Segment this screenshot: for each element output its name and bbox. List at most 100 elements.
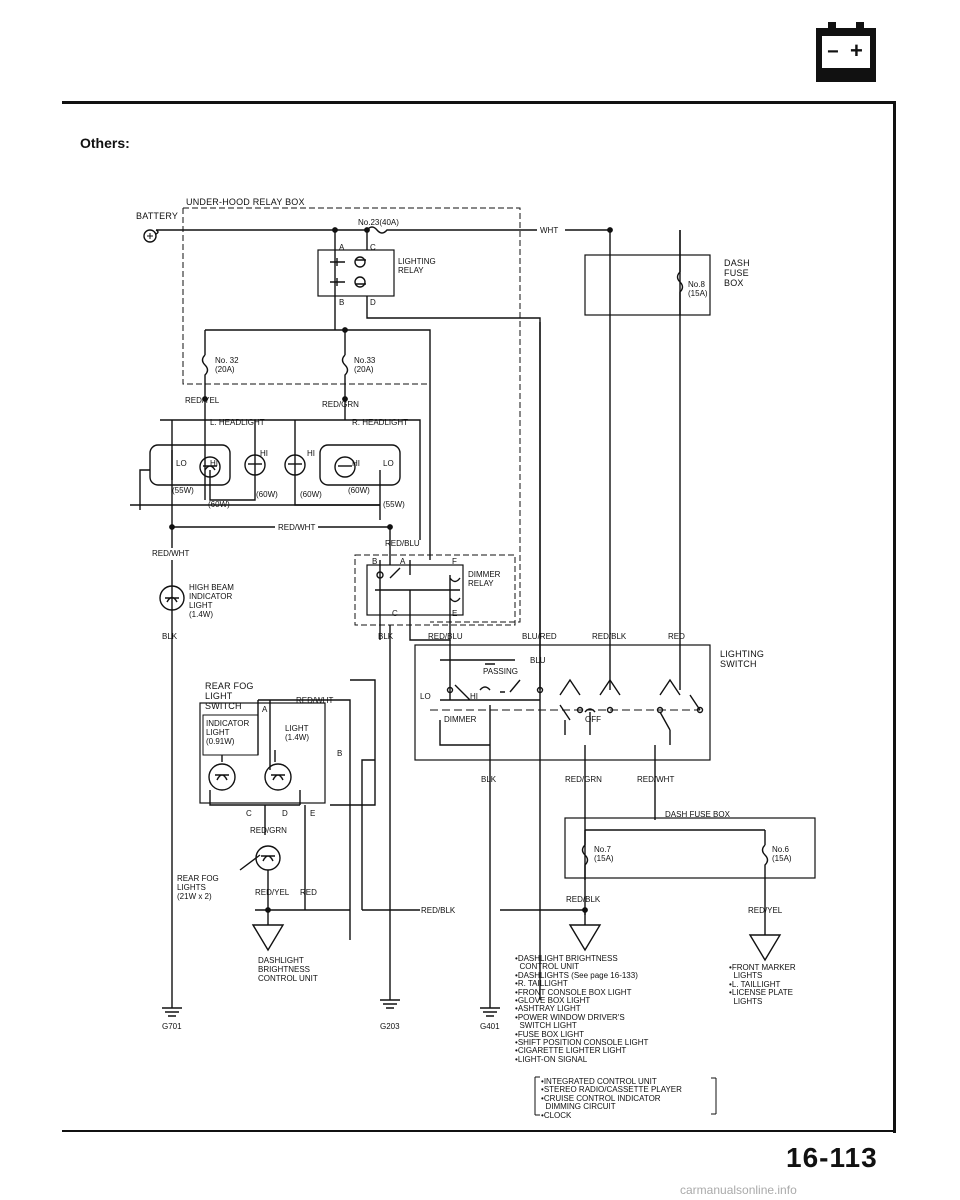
bottom-rule <box>62 1130 896 1132</box>
ground-g401: G401 <box>480 1022 500 1031</box>
battery-plus: + <box>850 38 863 63</box>
pin-f-dimmer: F <box>452 557 457 566</box>
battery-label: BATTERY <box>136 211 179 221</box>
wire-red-blk-bottom: RED/BLK <box>421 906 456 915</box>
note-item: GLOVE BOX LIGHT <box>515 996 648 1005</box>
fuse-32-label: No. 32 (20A) <box>215 356 239 374</box>
note-item: CLOCK <box>541 1111 682 1120</box>
wire-red-blk-sw: RED/BLK <box>592 632 627 641</box>
page-number: 16-113 <box>786 1142 878 1173</box>
off-label: OFF <box>585 715 601 724</box>
high-beam-indicator-label: HIGH BEAM INDICATOR LIGHT (1.4W) <box>189 583 234 619</box>
note-item: DASHLIGHTS (See page 16-133) <box>515 971 648 980</box>
wire-red-blu: RED/BLU <box>385 539 420 548</box>
lighting-switch-label: LIGHTING SWITCH <box>720 649 765 669</box>
indicator-light-label: INDICATOR LIGHT (0.91W) <box>206 719 250 746</box>
wire-red-wht-fog: RED/WHT <box>296 696 334 705</box>
pin-a-relay: A <box>339 243 345 252</box>
pin-b-dimmer: B <box>372 557 378 566</box>
ground-g203: G203 <box>380 1022 400 1031</box>
fuse-8-label: No.8 (15A) <box>688 280 708 298</box>
light-14w-label: LIGHT (1.4W) <box>285 724 309 742</box>
pin-d-relay: D <box>370 298 376 307</box>
fuse-7-label: No.7 (15A) <box>594 845 614 863</box>
battery-icon: − + <box>814 22 878 84</box>
wire-red-yel-l: RED/YEL <box>185 396 220 405</box>
note-item: SHIFT POSITION CONSOLE LIGHT <box>515 1038 649 1047</box>
note-item: FRONT MARKER LIGHTS <box>729 963 796 981</box>
note-item: STEREO RADIO/CASSETTE PLAYER <box>541 1085 682 1094</box>
wire-blu-red: BLU/RED <box>522 632 557 641</box>
pin-c-fog: C <box>246 809 252 818</box>
switch-hi-label: HI <box>470 692 478 701</box>
note-item: LIGHT-ON SIGNAL <box>515 1055 648 1064</box>
lighting-relay-label: LIGHTING RELAY <box>398 257 436 275</box>
rear-fog-lights-label: REAR FOG LIGHTS (21W x 2) <box>177 874 219 901</box>
watermark: carmanualsonline.info <box>680 1183 797 1197</box>
r-lo-label: LO <box>383 459 394 468</box>
note-item: POWER WINDOW DRIVER'S SWITCH LIGHT <box>515 1013 648 1031</box>
l-55w-label: (55W) <box>172 486 194 495</box>
r-hi-label: HI <box>307 449 315 458</box>
under-hood-relay-box-label: UNDER-HOOD RELAY BOX <box>186 197 305 207</box>
r-60w-label: (60W) <box>300 490 322 499</box>
note-item: ASHTRAY LIGHT <box>515 1005 648 1014</box>
wire-red-grn-r: RED/GRN <box>322 400 359 409</box>
notes-bracketed: INTEGRATED CONTROL UNIT STEREO RADIO/CAS… <box>541 1077 682 1120</box>
note-item: FRONT CONSOLE BOX LIGHT <box>515 988 648 997</box>
r-headlight-label: R. HEADLIGHT <box>352 418 409 427</box>
r-60w2-label: (60W) <box>348 486 370 495</box>
wire-red-blk-fuse7: RED/BLK <box>566 895 601 904</box>
wire-blu: BLU <box>530 656 546 665</box>
l-60w2-label: (60W) <box>256 490 278 499</box>
l-hi-label: HI <box>210 459 218 468</box>
wire-red-wht-mid: RED/WHT <box>278 523 316 532</box>
fuse-33-label: No.33 (20A) <box>354 356 376 374</box>
dimmer-relay-label: DIMMER RELAY <box>468 570 501 588</box>
right-rule <box>893 101 896 1133</box>
ground-g701: G701 <box>162 1022 182 1031</box>
dimmer-label: DIMMER <box>444 715 477 724</box>
switch-lo-label: LO <box>420 692 431 701</box>
wire-blk-dimmer: BLK <box>378 632 394 641</box>
pin-b-fog: B <box>337 749 343 758</box>
l-hi2-label: HI <box>260 449 268 458</box>
dashlight-control-unit-label: DASHLIGHT BRIGHTNESS CONTROL UNIT <box>258 956 318 983</box>
top-rule <box>62 101 896 104</box>
pin-e-dimmer: E <box>452 609 458 618</box>
note-item: L. TAILLIGHT <box>729 980 796 989</box>
note-item: INTEGRATED CONTROL UNIT <box>541 1077 682 1086</box>
pin-c-dimmer: C <box>392 609 398 618</box>
rear-fog-switch-label: REAR FOG LIGHT SWITCH <box>205 681 254 711</box>
note-item: R. TAILLIGHT <box>515 979 648 988</box>
pin-a-dimmer: A <box>400 557 406 566</box>
wire-red-fog: RED <box>300 888 317 897</box>
wire-red-sw: RED <box>668 632 685 641</box>
passing-label: PASSING <box>483 667 518 676</box>
dash-fuse-box-bottom-label: DASH FUSE BOX <box>665 810 730 819</box>
note-item: CRUISE CONTROL INDICATOR DIMMING CIRCUIT <box>541 1094 682 1112</box>
notes-center: DASHLIGHT BRIGHTNESS CONTROL UNIT DASHLI… <box>515 954 649 1064</box>
r-55w-label: (55W) <box>383 500 405 509</box>
note-item: DASHLIGHT BRIGHTNESS CONTROL UNIT <box>515 954 648 972</box>
l-lo-label: LO <box>176 459 187 468</box>
wire-red-wht-left: RED/WHT <box>152 549 190 558</box>
pin-a-fog: A <box>262 705 268 714</box>
wire-red-wht-sw: RED/WHT <box>637 775 675 784</box>
r-hi2-label: HI <box>352 459 360 468</box>
l-headlight-label: L. HEADLIGHT <box>210 418 265 427</box>
wire-red-grn-sw: RED/GRN <box>565 775 602 784</box>
pin-d-fog: D <box>282 809 288 818</box>
wire-red-blu-2: RED/BLU <box>428 632 463 641</box>
wire-red-yel-fuse6: RED/YEL <box>748 906 783 915</box>
note-item: LICENSE PLATE LIGHTS <box>729 989 796 1006</box>
section-title: Others: <box>80 135 130 151</box>
fuse-6-label: No.6 (15A) <box>772 845 792 863</box>
wire-blk-left: BLK <box>162 632 178 641</box>
dash-fuse-box-top-label: DASH FUSE BOX <box>724 258 750 288</box>
wire-red-yel-fog: RED/YEL <box>255 888 290 897</box>
wire-wht: WHT <box>540 226 559 235</box>
fuse-23-label: No.23(40A) <box>358 218 399 227</box>
battery-minus: − <box>827 41 839 63</box>
